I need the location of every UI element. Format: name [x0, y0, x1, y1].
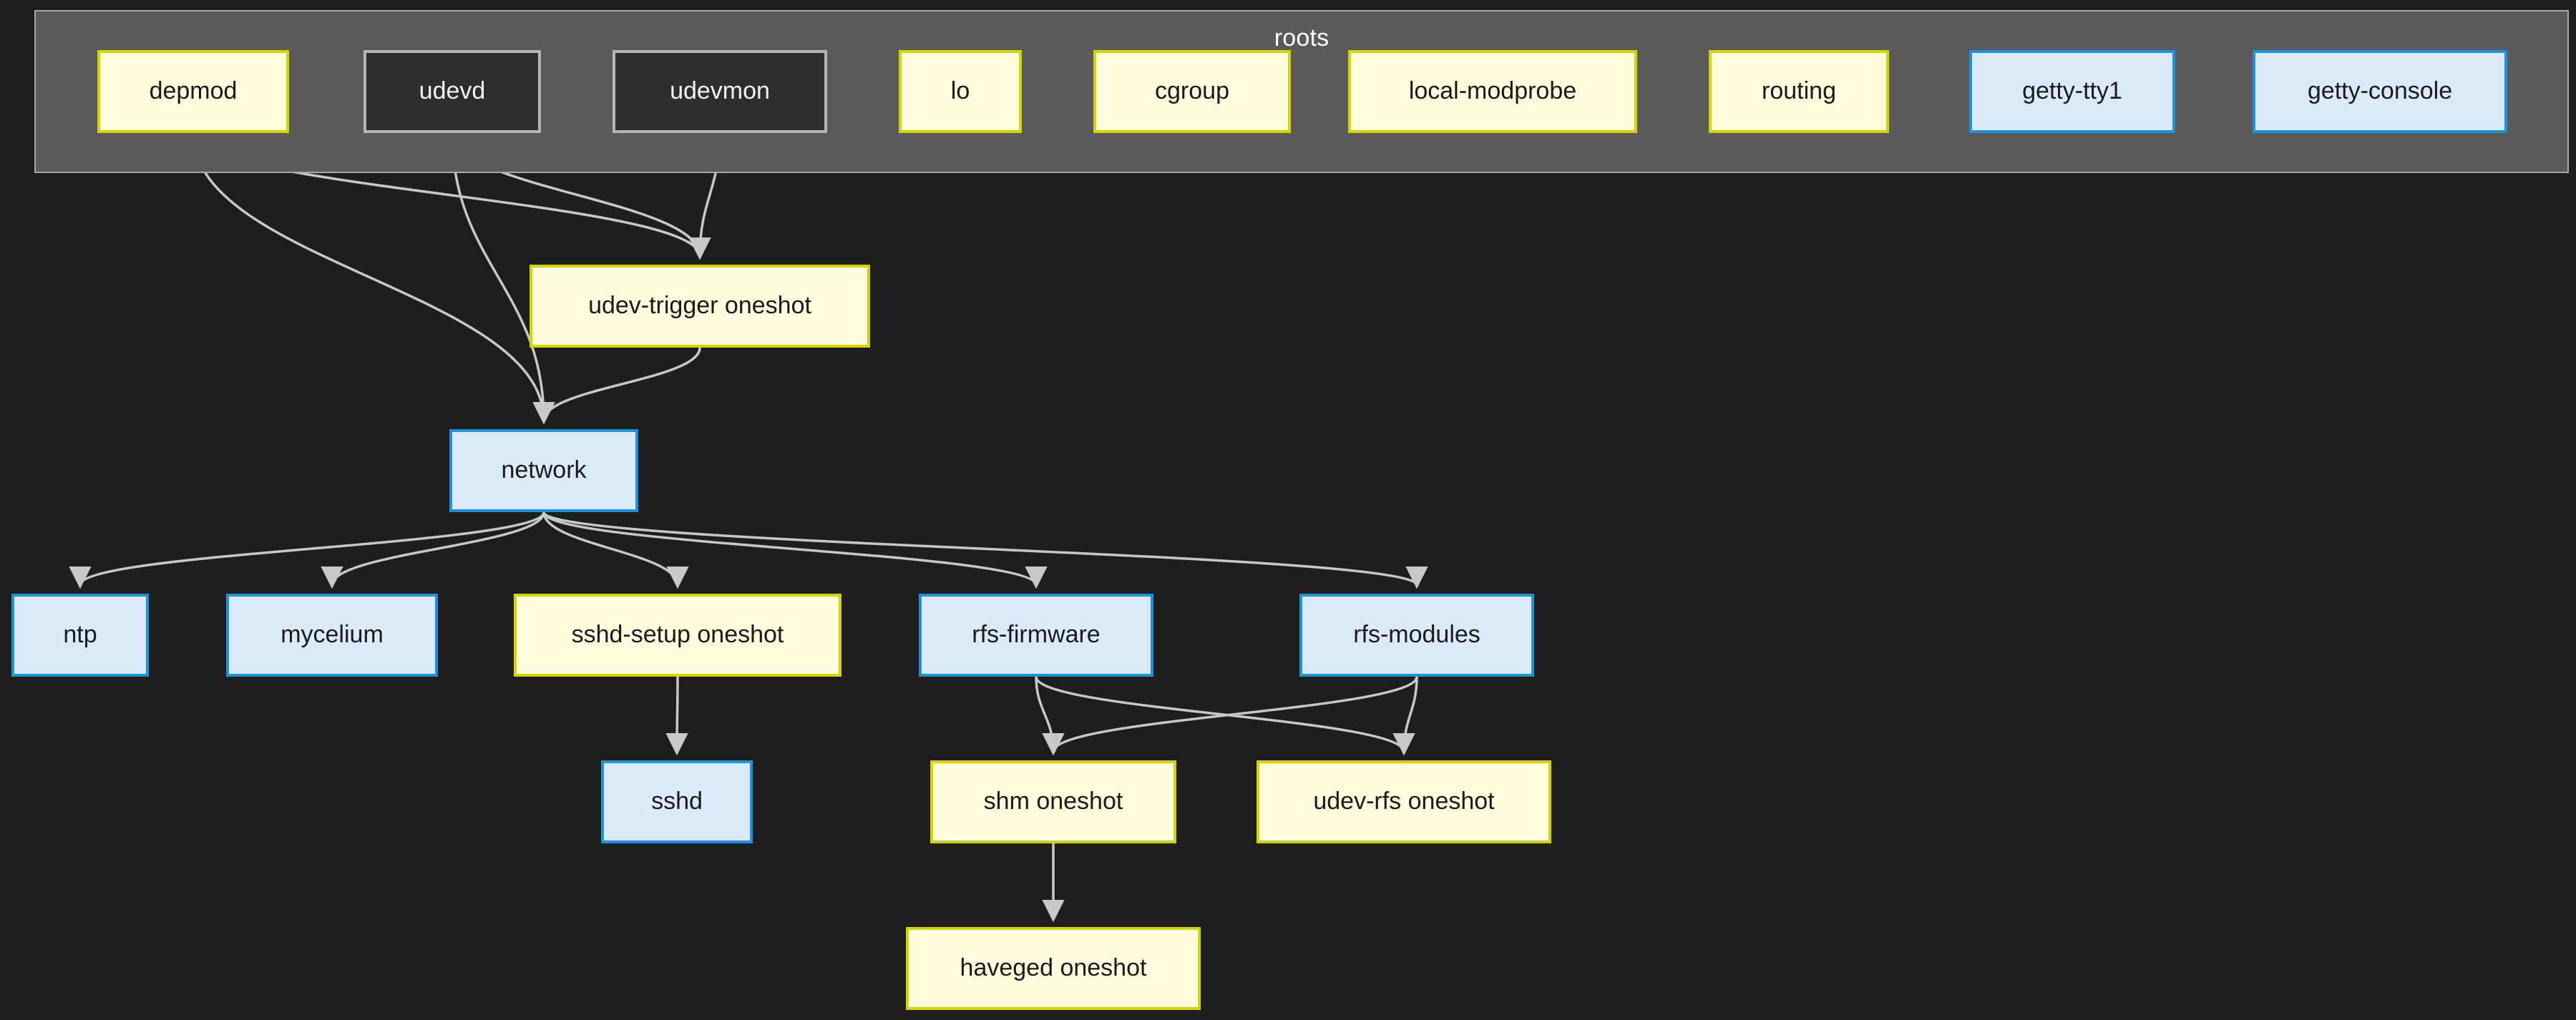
node-label: rfs-modules — [1353, 621, 1480, 649]
edge-network-to-mycelium — [321, 511, 545, 589]
node-label: sshd-setup oneshot — [571, 621, 784, 649]
edge-udev-trigger-to-network — [532, 347, 701, 425]
edge-network-to-rfs-firmware — [542, 511, 1048, 589]
node-mycelium[interactable]: mycelium — [226, 594, 438, 677]
node-label: udev-rfs oneshot — [1313, 788, 1495, 815]
node-label: rfs-firmware — [972, 621, 1101, 649]
node-label: shm oneshot — [983, 788, 1123, 815]
node-local-modprobe[interactable]: local-modprobe — [1348, 50, 1637, 133]
edge-network-to-sshd-setup — [542, 511, 689, 589]
node-udevmon[interactable]: udevmon — [613, 50, 827, 133]
node-label: udevd — [419, 77, 486, 105]
node-label: udev-trigger oneshot — [588, 292, 811, 320]
node-udev-trigger[interactable]: udev-trigger oneshot — [530, 265, 870, 348]
node-label: routing — [1762, 77, 1836, 105]
node-depmod[interactable]: depmod — [97, 50, 289, 133]
node-rfs-modules[interactable]: rfs-modules — [1299, 594, 1534, 677]
cluster-label: roots — [1274, 24, 1330, 52]
node-label: network — [501, 456, 587, 484]
edge-rfs-firmware-to-udev-rfs — [1035, 676, 1415, 756]
edge-network-to-ntp — [69, 511, 545, 589]
edge-network-to-rfs-modules — [542, 511, 1428, 589]
edge-rfs-modules-to-shm — [1042, 676, 1418, 756]
node-sshd-setup[interactable]: sshd-setup oneshot — [514, 594, 841, 677]
node-lo[interactable]: lo — [899, 50, 1022, 133]
edge-rfs-modules-to-udev-rfs — [1392, 676, 1418, 756]
node-label: cgroup — [1155, 77, 1229, 105]
node-label: depmod — [149, 77, 238, 105]
node-sshd[interactable]: sshd — [601, 760, 753, 843]
node-label: sshd — [651, 788, 703, 815]
node-udevd[interactable]: udevd — [364, 50, 541, 133]
node-label: local-modprobe — [1408, 77, 1577, 105]
node-label: getty-tty1 — [2022, 77, 2122, 105]
edge-rfs-firmware-to-shm — [1035, 676, 1065, 756]
edge-depmod-to-network — [192, 132, 555, 425]
node-network[interactable]: network — [449, 429, 638, 512]
node-label: ntp — [63, 621, 97, 649]
node-label: udevmon — [670, 77, 770, 105]
node-ntp[interactable]: ntp — [11, 594, 149, 677]
node-label: getty-console — [2307, 77, 2453, 105]
edge-sshd-setup-to-sshd — [665, 676, 688, 756]
node-getty-tty1[interactable]: getty-tty1 — [1969, 50, 2175, 133]
node-getty-console[interactable]: getty-console — [2253, 50, 2507, 133]
node-label: lo — [950, 77, 970, 105]
node-udev-rfs[interactable]: udev-rfs oneshot — [1257, 760, 1551, 843]
node-rfs-firmware[interactable]: rfs-firmware — [919, 594, 1153, 677]
node-haveged[interactable]: haveged oneshot — [906, 927, 1201, 1010]
node-cgroup[interactable]: cgroup — [1093, 50, 1291, 133]
node-shm[interactable]: shm oneshot — [930, 760, 1176, 843]
node-label: haveged oneshot — [960, 954, 1147, 982]
node-routing[interactable]: routing — [1709, 50, 1889, 133]
node-label: mycelium — [280, 621, 384, 649]
